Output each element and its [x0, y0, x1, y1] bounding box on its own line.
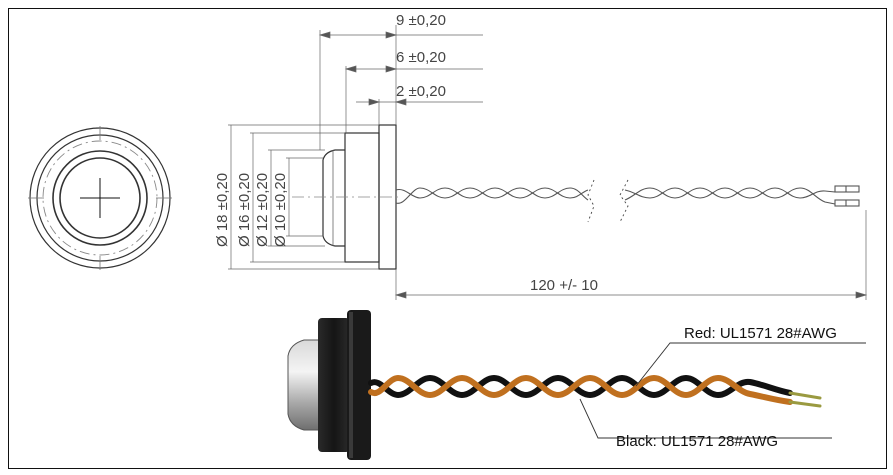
dim-diameter-10: Ø 10 ±0,20 [272, 173, 289, 247]
side-view [292, 124, 402, 270]
length-dimension-lines [394, 210, 868, 300]
dim-mid-depth: 6 ±0,20 [396, 49, 446, 66]
red-wire-label: Red: UL1571 28#AWG [684, 325, 837, 342]
diameter-extension-lines [228, 124, 379, 270]
red-wire [368, 374, 793, 405]
wire-callouts [579, 342, 866, 439]
dim-diameter-12: Ø 12 ±0,20 [254, 173, 271, 247]
dim-diameter-16: Ø 16 ±0,20 [236, 173, 253, 247]
colored-wire-pair [368, 374, 822, 408]
depth-dimension-lines [318, 25, 483, 150]
dim-overall-depth: 9 ±0,20 [396, 12, 446, 29]
dim-flange-depth: 2 ±0,20 [396, 83, 446, 100]
front-view [28, 126, 172, 270]
dim-diameter-18: Ø 18 ±0,20 [214, 173, 231, 247]
drawing-cable [395, 185, 860, 207]
black-wire-label: Black: UL1571 28#AWG [616, 433, 778, 450]
product-render [287, 310, 371, 460]
dim-cable-length: 120 +/- 10 [530, 277, 598, 294]
break-marks [587, 179, 629, 223]
